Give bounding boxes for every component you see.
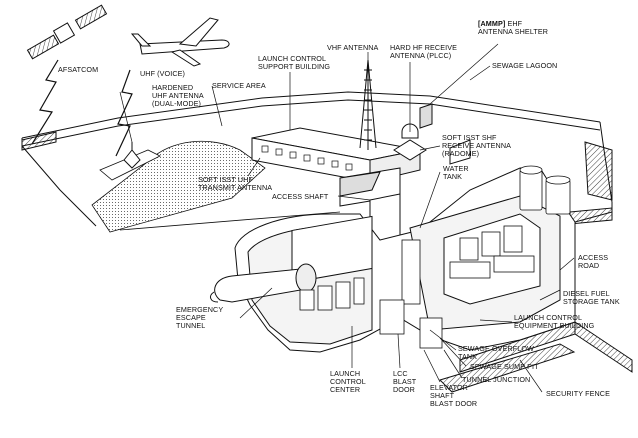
label-soft-shf: SOFT ISST SHF RECEIVE ANTENNA (RADOME) bbox=[442, 133, 511, 159]
label-sewage-lagoon: SEWAGE LAGOON bbox=[492, 61, 558, 70]
signal-bolts bbox=[31, 59, 133, 157]
label-launch-control-support: LAUNCH CONTROL SUPPORT BUILDING bbox=[258, 54, 331, 72]
label-hard-hf: HARD HF RECEIVE ANTENNA (PLCC) bbox=[390, 43, 457, 61]
satellite-icon bbox=[26, 4, 108, 60]
label-tunnel-junction: TUNNEL JUNCTION bbox=[462, 375, 531, 384]
label-uhf-voice: UHF (VOICE) bbox=[140, 69, 186, 78]
label-lcc-blast-door: LCC BLAST DOOR bbox=[393, 369, 417, 395]
label-lce-building: LAUNCH CONTROL EQUIPMENT BUILDING bbox=[514, 313, 595, 331]
label-ehf-text: EHF ANTENNA SHELTER bbox=[478, 19, 549, 37]
label-access-shaft: ACCESS SHAFT bbox=[272, 192, 329, 201]
equipment-details bbox=[299, 165, 571, 349]
label-security-fence: SECURITY FENCE bbox=[546, 389, 610, 398]
launch-control-support-building bbox=[251, 127, 421, 247]
label-soft-uhf: SOFT ISST UHF TRANSMIT ANTENNA bbox=[198, 175, 273, 193]
label-emergency-tunnel: EMERGENCY ESCAPE TUNNEL bbox=[176, 305, 224, 331]
perimeter-fence bbox=[21, 91, 633, 393]
label-ehf-shelter: [AMMP] EHF ANTENNA SHELTER bbox=[478, 19, 549, 37]
label-sewage-sump: SEWAGE SUMP PIT bbox=[470, 362, 539, 371]
label-diesel-fuel: DIESEL FUEL STORAGE TANK bbox=[563, 289, 620, 307]
label-afsatcom: AFSATCOM bbox=[58, 65, 99, 74]
aircraft-icon bbox=[130, 17, 230, 67]
label-service-area: SERVICE AREA bbox=[212, 81, 266, 90]
callout-lines bbox=[119, 43, 575, 393]
label-sewage-overflow: SEWAGE OVERFLOW TANK bbox=[458, 344, 534, 362]
emergency-escape-tunnel bbox=[210, 263, 317, 303]
label-hardened-uhf: HARDENED UHF ANTENNA (DUAL-MODE) bbox=[152, 83, 204, 109]
label-elevator-door: ELEVATOR SHAFT BLAST DOOR bbox=[430, 383, 478, 409]
label-access-road: ACCESS ROAD bbox=[578, 253, 609, 271]
label-launch-control-center: LAUNCH CONTROL CENTER bbox=[330, 369, 366, 395]
label-water-tank: WATER TANK bbox=[443, 164, 469, 182]
label-ammp-tag: [AMMP] bbox=[478, 19, 506, 28]
label-vhf-antenna: VHF ANTENNA bbox=[327, 43, 379, 52]
